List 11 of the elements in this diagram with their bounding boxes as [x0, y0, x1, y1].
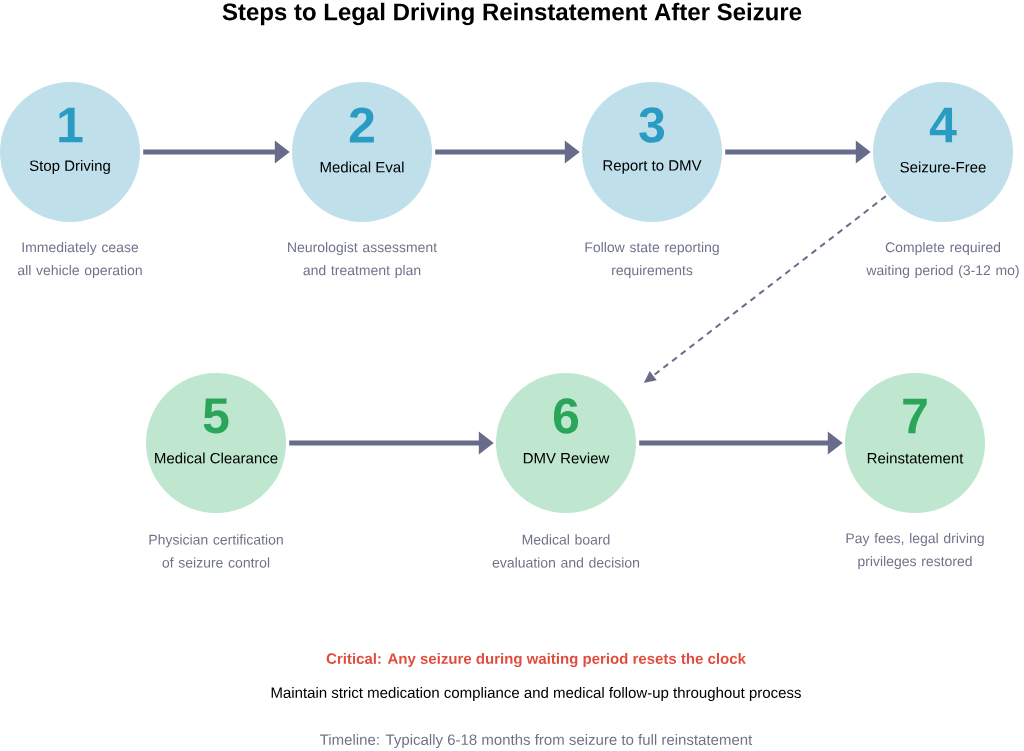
step-description: Neurologist assessment and treatment plan [288, 241, 437, 278]
step-description: Follow state reporting requirements [585, 241, 719, 278]
step-description: Pay fees, legal driving privileges restored [846, 532, 984, 569]
step-description: Medical board evaluation and decision [492, 534, 639, 568]
timeline-note: Timeline: Typically 6-18 months from seizure to full reinstatement [320, 734, 753, 748]
step-description: Immediately cease all vehicle operation [17, 241, 142, 278]
step-description: Physician certification of seizure control [149, 534, 283, 568]
warning-note: Critical: Any seizure during waiting period resets the clock [326, 652, 746, 667]
note: Maintain strict medication compliance and medical follow-up throughout process [271, 687, 801, 701]
title: Steps to Legal Driving Reinstatement After Seizure [222, 2, 802, 26]
step-description: Complete required waiting period (3-12 mo) [866, 241, 1019, 278]
